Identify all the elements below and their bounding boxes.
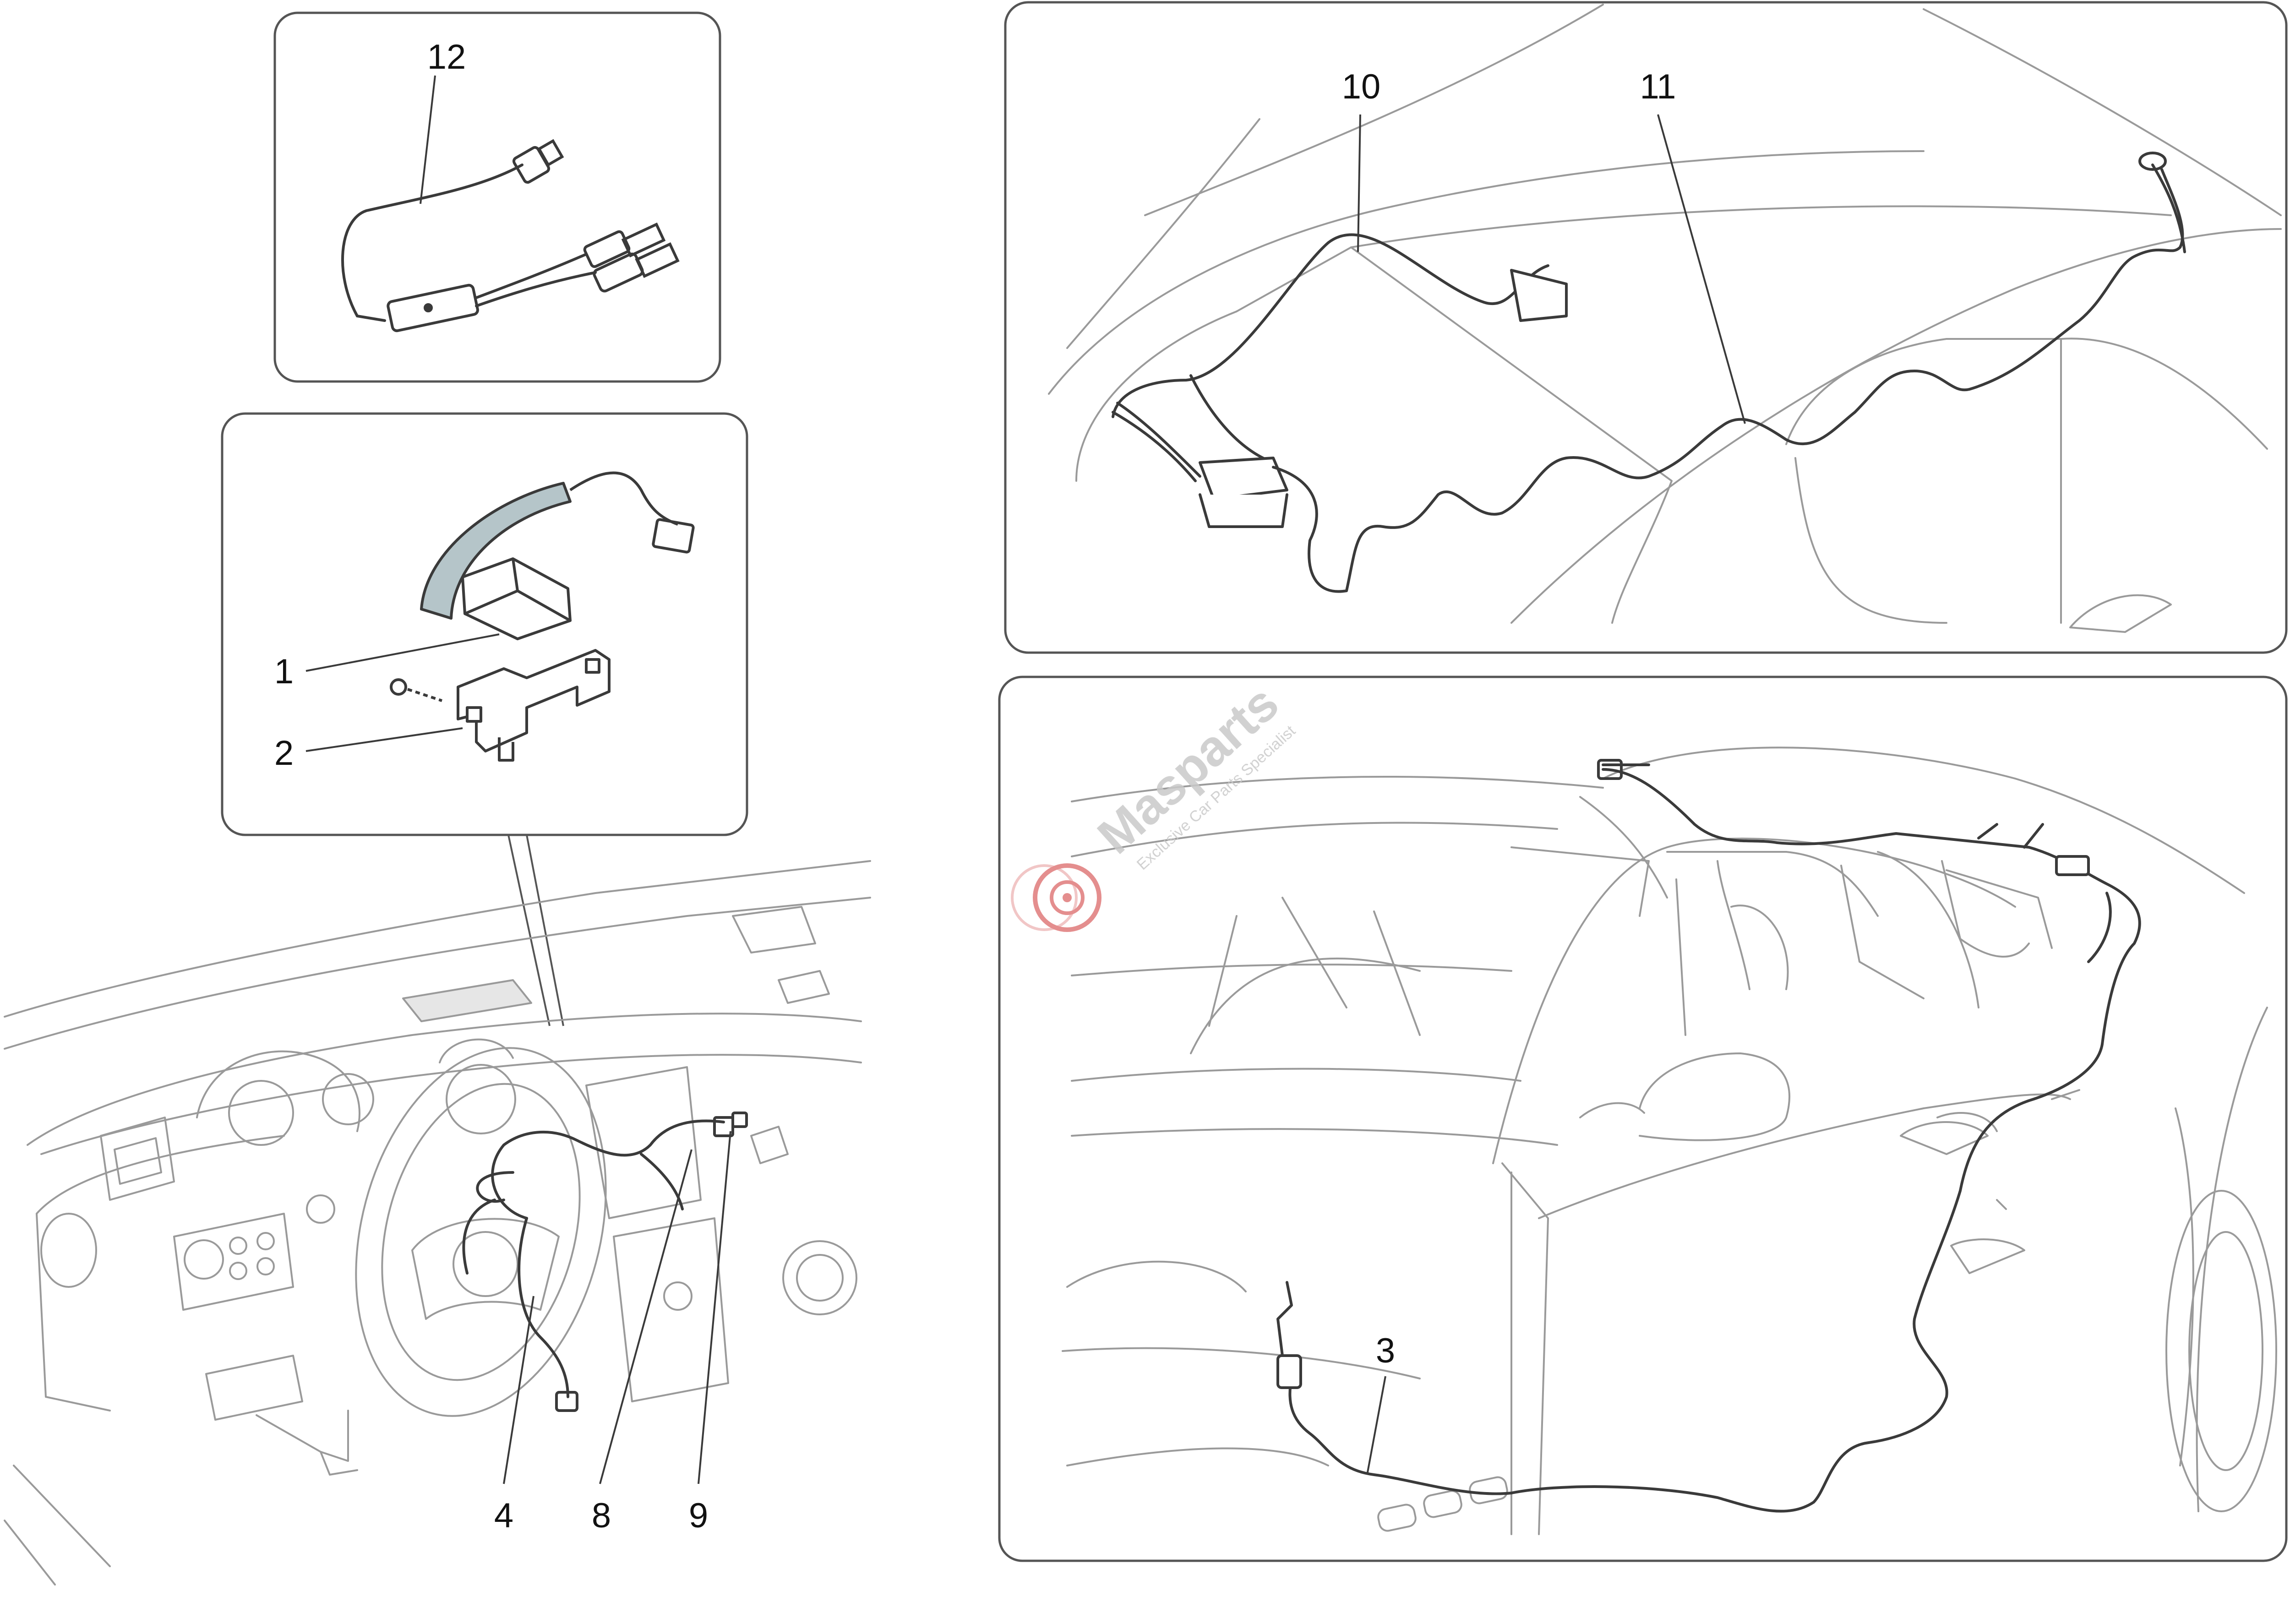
callout-2: 2 [274,734,294,773]
inset-pointer [507,834,564,1026]
watermark: Masparts Exclusive Car Parts Specialist [1011,675,1299,932]
frame-roof-wiring [1004,1,2288,654]
leader-8 [599,1149,692,1484]
callout-labels: 12 1 2 4 8 9 10 11 3 [274,38,1676,1535]
bracket-illustration [390,649,611,762]
leader-12 [420,75,436,204]
callout-11: 11 [1640,67,1676,106]
callout-12: 12 [427,38,466,76]
roof-harness [1112,152,2186,593]
callout-10: 10 [1342,67,1381,106]
frame-usb-cable [273,11,721,383]
dashboard-harness [462,1112,748,1412]
usb-cable-illustration [341,139,680,332]
antenna-illustration [420,471,695,640]
callout-3: 3 [1376,1331,1395,1370]
screw-icon [390,678,442,702]
leader-2 [305,727,463,752]
frame-antenna-bracket [221,412,748,836]
leader-11 [1657,114,1746,424]
door-handle-icon [1950,1238,2025,1274]
leader-9 [698,1131,731,1484]
callout-8: 8 [592,1496,611,1535]
inset-frames [221,1,2288,1562]
callout-1: 1 [274,652,294,691]
leader-1 [305,633,500,672]
dashboard-illustration [4,860,871,1586]
brake-disc-logo-icon [1011,863,1101,932]
leader-lines [305,75,1746,1484]
frame-side-wiring [998,676,2288,1562]
side-car-outline [1062,747,2277,1535]
callout-9: 9 [689,1496,708,1535]
leader-4 [503,1296,534,1484]
sill-buttons [1377,1476,1508,1532]
leader-3 [1366,1376,1386,1475]
leader-10 [1357,114,1361,252]
callout-4: 4 [494,1496,513,1535]
roof-car-outline [1048,4,2282,633]
side-harness [1276,759,2141,1513]
